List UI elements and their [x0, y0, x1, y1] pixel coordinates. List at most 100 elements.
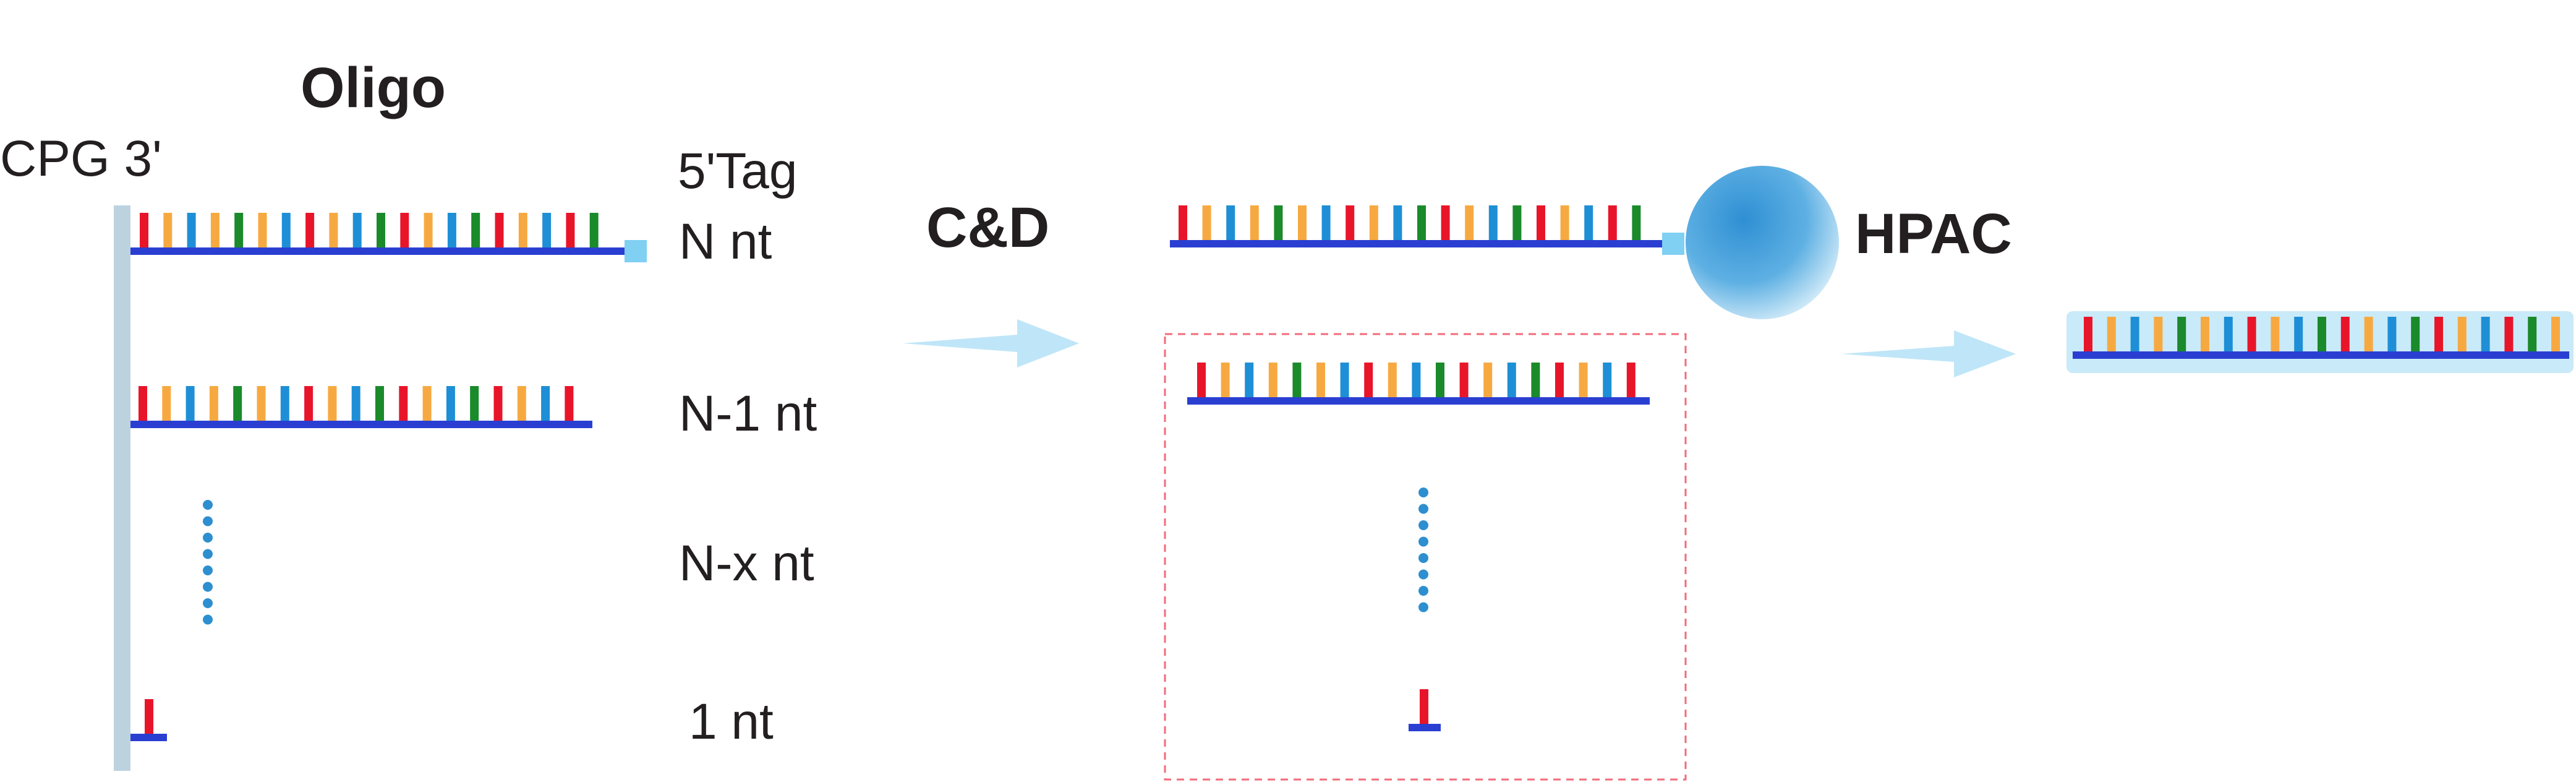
nucleotide-base — [2340, 317, 2350, 351]
nucleotide-base — [1179, 205, 1187, 240]
cpg-3-label: CPG 3' — [0, 131, 162, 187]
nucleotide-base — [517, 386, 526, 421]
captured-full-length-strand — [1170, 205, 1663, 247]
nucleotide-base — [589, 213, 599, 247]
n-minus-1-nt-label: N-1 nt — [679, 385, 817, 442]
ellipsis-dot — [203, 565, 213, 575]
nucleotide-base — [1441, 205, 1450, 240]
nucleotide-base — [329, 213, 338, 247]
nucleotide-base — [1488, 205, 1498, 240]
nucleotide-base — [2177, 317, 2186, 351]
hpac-label: HPAC — [1855, 202, 2012, 265]
nucleotide-base — [1250, 205, 1259, 240]
nucleotide-base — [1298, 205, 1307, 240]
nucleotide-base — [257, 386, 266, 421]
strand-backbone — [130, 421, 592, 428]
failure-sequence-box — [1164, 333, 1687, 781]
ellipsis-dot — [203, 533, 213, 543]
cpg-support-bar — [114, 205, 130, 771]
nucleotide-base — [1459, 363, 1469, 397]
nucleotide-base — [1603, 363, 1612, 397]
failure-sequence-strand — [1187, 363, 1650, 405]
hpac-bead — [1686, 166, 1839, 319]
nucleotide-base — [2528, 317, 2537, 351]
ellipsis-dot — [203, 582, 213, 592]
1-nt-label: 1 nt — [689, 694, 774, 750]
nucleotide-base — [145, 699, 153, 734]
nucleotide-base — [351, 386, 360, 421]
nucleotide-base — [1512, 205, 1522, 240]
ellipsis-dot — [1418, 488, 1428, 497]
nucleotide-base — [542, 213, 552, 247]
nucleotide-base — [1465, 205, 1474, 240]
strand-backbone — [2073, 351, 2569, 359]
nucleotide-base — [1420, 689, 1428, 724]
nucleotide-base — [1321, 205, 1331, 240]
nucleotide-base — [1555, 363, 1564, 397]
nucleotide-base — [1393, 205, 1402, 240]
n-minus-x-nt-label: N-x nt — [679, 535, 814, 591]
nucleotide-base — [2364, 317, 2373, 351]
nucleotide-base — [1245, 363, 1254, 397]
ellipsis-dot — [203, 598, 213, 608]
tag-linker-square — [1662, 233, 1684, 255]
ellipsis-dot — [1418, 520, 1428, 530]
nucleotide-base — [233, 386, 242, 421]
nucleotide-base — [1197, 363, 1206, 397]
nucleotide-base — [328, 386, 337, 421]
nucleotide-base — [2271, 317, 2280, 351]
nucleotide-base — [2481, 317, 2490, 351]
nucleotide-base — [187, 213, 196, 247]
nucleotide-base — [1268, 363, 1277, 397]
nucleotide-base — [304, 386, 313, 421]
ellipsis-dot — [203, 549, 213, 559]
nucleotide-base — [1417, 205, 1426, 240]
nucleotide-base — [1507, 363, 1516, 397]
nucleotide-base — [162, 386, 171, 421]
strand-backbone — [1170, 240, 1663, 247]
nucleotide-base — [1483, 363, 1493, 397]
nucleotide-base — [1316, 363, 1325, 397]
nucleotide-base — [1364, 363, 1373, 397]
nucleotide-base — [495, 213, 504, 247]
nucleotide-base — [1560, 205, 1569, 240]
ellipsis-dot — [1418, 553, 1428, 563]
nucleotide-base — [2201, 317, 2209, 351]
nucleotide-base — [1584, 205, 1593, 240]
nucleotide-base — [2387, 317, 2397, 351]
ellipsis-dots-left — [203, 500, 213, 625]
nucleotide-base — [140, 213, 148, 247]
ellipsis-dot — [203, 516, 213, 526]
one-nt-oligo-strand — [130, 699, 167, 741]
nucleotide-base — [2411, 317, 2420, 351]
nucleotide-base — [2224, 317, 2233, 351]
failure-one-nt-strand — [1409, 689, 1441, 731]
strand-backbone — [130, 247, 627, 255]
strand-backbone — [1409, 724, 1441, 731]
nucleotide-base — [1579, 363, 1588, 397]
nucleotide-base — [305, 213, 315, 247]
nucleotide-base — [1608, 205, 1617, 240]
nucleotide-base — [446, 386, 455, 421]
nucleotide-base — [1274, 205, 1283, 240]
nucleotide-base — [1537, 205, 1545, 240]
nucleotide-base — [493, 386, 503, 421]
nucleotide-base — [2130, 317, 2139, 351]
nucleotide-base — [2457, 317, 2467, 351]
nucleotide-base — [281, 213, 291, 247]
nucleotide-base — [1412, 363, 1421, 397]
nucleotide-base — [1388, 363, 1397, 397]
strand-backbone — [130, 734, 167, 741]
5-tag-label: 5'Tag — [678, 143, 798, 199]
nucleotide-base — [447, 213, 456, 247]
purified-oligo-strand — [2073, 317, 2569, 359]
nucleotide-base — [1531, 363, 1540, 397]
nucleotide-base — [2107, 317, 2116, 351]
nucleotide-base — [424, 213, 433, 247]
ellipsis-dot — [1418, 536, 1428, 547]
5-tag-square — [625, 240, 647, 262]
nucleotide-base — [1221, 363, 1230, 397]
cd-label: C&D — [926, 196, 1050, 259]
nucleotide-base — [2434, 317, 2443, 351]
